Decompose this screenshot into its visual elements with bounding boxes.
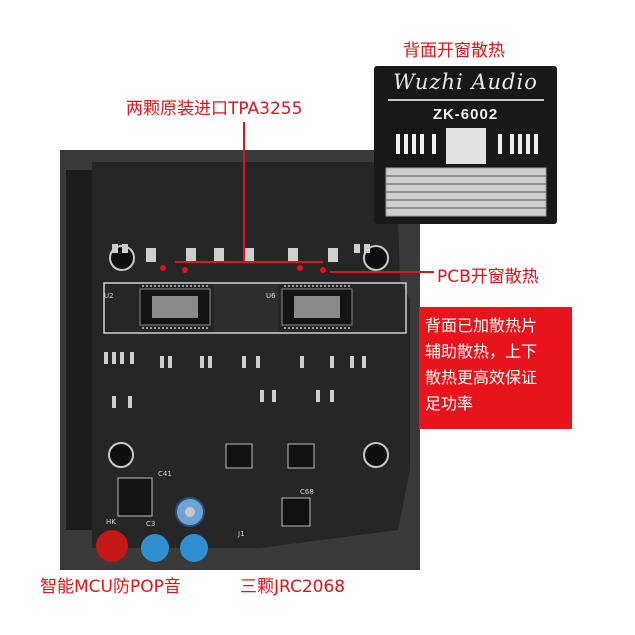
- note-line: 背面已加散热片: [425, 316, 538, 335]
- silk-j1: J1: [237, 530, 245, 538]
- silk-c3: C3: [146, 520, 155, 528]
- back-heatsink-inset: Wuzhi Audio ZK-6002: [374, 66, 557, 224]
- exposed-pad: [214, 284, 278, 332]
- mcu-chip: [117, 477, 153, 517]
- chip-outline: [103, 282, 407, 334]
- label-mcu: 智能MCU防POP音: [40, 577, 181, 597]
- red-markers: [160, 265, 326, 273]
- silk-c68: C68: [300, 488, 314, 496]
- pcb-edge: [66, 170, 92, 530]
- silk-c41: C41: [158, 470, 172, 478]
- mounting-hole: [108, 442, 134, 468]
- mounting-hole: [363, 442, 389, 468]
- resistor-field: [104, 352, 366, 408]
- chip-pad-left: [152, 296, 198, 318]
- chip-pad-right: [294, 296, 340, 318]
- heatsink-note-box: 背面已加散热片 辅助散热，上下 散热更高效保证 足功率: [419, 307, 572, 429]
- callout-lines: [175, 122, 434, 273]
- jrc2068-chips: [225, 443, 315, 527]
- top-right-title: 背面开窗散热: [403, 41, 505, 61]
- note-line: 辅助散热，上下: [425, 342, 538, 361]
- silk-hk: HK: [106, 518, 116, 526]
- note-line: 散热更高效保证: [425, 368, 538, 387]
- capacitor-row-top: [112, 244, 370, 262]
- label-jrc2068: 三颗JRC2068: [240, 577, 346, 597]
- silk-u6: U6: [266, 292, 276, 300]
- silk-u2: U2: [104, 292, 114, 300]
- label-tpa3255: 两颗原装进口TPA3255: [126, 99, 303, 119]
- inset-model: ZK-6002: [432, 106, 499, 123]
- label-pcb-window: PCB开窗散热: [437, 267, 539, 287]
- inset-graphic: [385, 99, 547, 217]
- electrolytic-caps: [96, 497, 208, 562]
- note-line: 足功率: [425, 394, 474, 413]
- tpa3255-chip-left: [139, 288, 211, 326]
- chip-pins: [142, 285, 350, 329]
- inset-brand: Wuzhi Audio: [393, 70, 538, 94]
